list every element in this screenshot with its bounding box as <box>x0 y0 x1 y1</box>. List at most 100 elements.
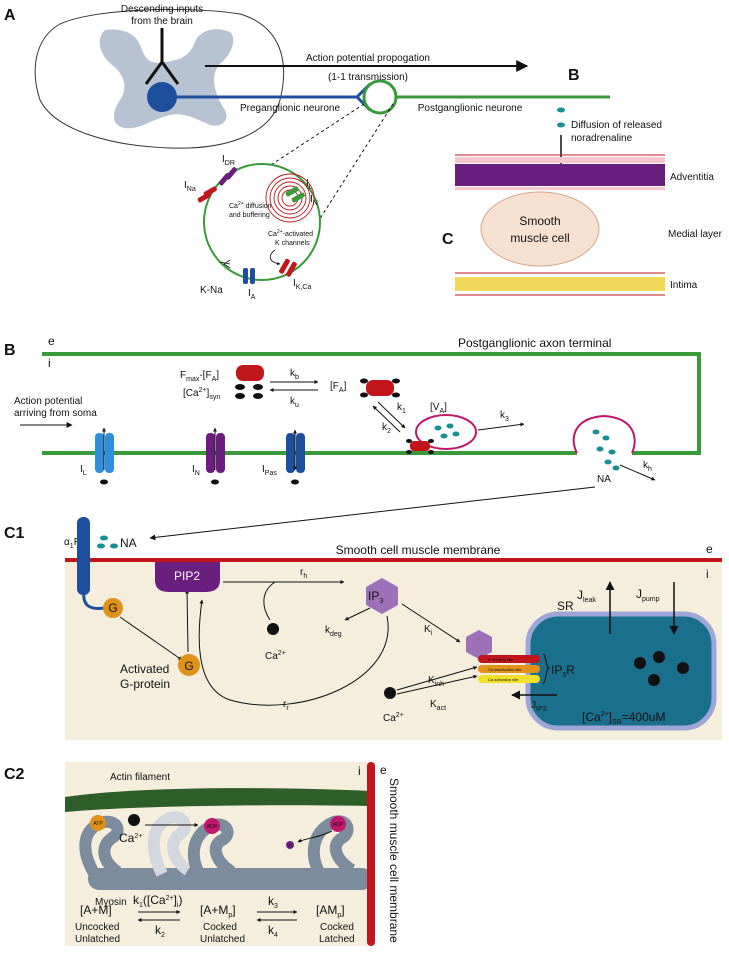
rr-label: rr <box>283 699 289 712</box>
panel-a: A Descending inputs from the brain Prega… <box>4 4 610 301</box>
kb-label: kb <box>290 368 299 381</box>
kh-arrow <box>619 464 656 481</box>
channel-ipas-b <box>286 429 305 485</box>
smooth-muscle-cell <box>480 191 600 267</box>
activated-g-protein <box>178 654 200 676</box>
terminal-label: Postganglionic axon terminal <box>458 336 611 350</box>
pi-molecule <box>286 841 294 849</box>
channel-il-in <box>285 186 305 203</box>
k2-label-c2: k2 <box>155 923 165 939</box>
ca-ion-pip2 <box>267 623 279 635</box>
sr-ca-1 <box>634 657 646 669</box>
in-label: IN <box>310 194 318 207</box>
rr-recycle-arrow <box>198 599 389 706</box>
fusing-na-1 <box>592 429 600 435</box>
intima-label: Intima <box>670 280 698 291</box>
sr-label: SR <box>557 599 574 613</box>
bound-ca-2 <box>392 378 400 384</box>
c2-label-i: i <box>358 764 361 778</box>
panel-b-top: B Diffusion of released noradrenaline Ad… <box>442 67 723 296</box>
k2-label: k2 <box>382 422 391 435</box>
g-to-pip2-arrow <box>185 589 190 653</box>
atp-label: ATP <box>93 821 103 827</box>
fusing-vesicle <box>572 414 636 454</box>
g-activation-arrow <box>119 616 183 661</box>
k1-arrow <box>377 401 406 429</box>
smooth-label-1: Smooth <box>519 214 560 228</box>
ca-label-pip2: Ca2+ <box>265 650 286 662</box>
grey-matter <box>99 29 234 129</box>
ki-label: Ki <box>424 624 433 637</box>
ca-diffusion-label: Ca2+ diffusion <box>229 201 272 210</box>
c1-label-i: i <box>706 567 709 581</box>
am-state: [A+M] <box>80 903 112 917</box>
adventitia-inner <box>455 187 665 190</box>
label-e-b: e <box>48 334 55 348</box>
ina-label: INa <box>184 180 196 193</box>
fusing-na-2 <box>602 435 610 441</box>
bound-ca-4 <box>392 392 400 398</box>
il-label: IL <box>306 178 313 191</box>
postganglionic-label: Postganglionic neurone <box>418 103 523 114</box>
panel-c1: C1 Smooth cell muscle membrane e i α1R N… <box>4 517 722 740</box>
panel-b: B e i Postganglionic axon terminal Actio… <box>4 334 701 541</box>
vesicle-na-3 <box>440 433 448 439</box>
adventitia-outer <box>455 157 665 163</box>
kna-label: K-Na <box>200 285 223 296</box>
ca-inactivation-site <box>478 665 540 673</box>
k3-label: k3 <box>500 410 509 423</box>
ca-syn-label: [Ca2+]syn <box>183 387 220 401</box>
c1-na-1 <box>100 535 108 541</box>
kh-label: kh <box>643 460 652 473</box>
docked-sensor <box>410 441 430 451</box>
docked-ca-1 <box>406 439 412 443</box>
ip3r-label: IP3R <box>551 663 575 679</box>
ip3-label: IP3 <box>368 589 383 605</box>
na-vesicle-2 <box>557 122 565 128</box>
pip2 <box>155 562 220 592</box>
kdeg-arrow <box>344 607 371 621</box>
ca-release-curve <box>263 581 276 621</box>
ca-ion-cytosol <box>384 687 396 699</box>
kact-label: Kact <box>430 699 446 712</box>
sr-concentration-label: [Ca2+]SR=400uM <box>582 710 665 726</box>
ipas-b-label: IPas <box>262 464 277 477</box>
panel-label-c2: C2 <box>4 766 25 783</box>
postganglionic-soma <box>362 79 398 115</box>
sr-ca-3 <box>677 662 689 674</box>
ip3 <box>366 578 398 614</box>
ca-label-cytosol: Ca2+ <box>383 712 404 724</box>
va-label: [VA] <box>430 402 447 415</box>
act-site-label: Caactivation site <box>488 677 519 682</box>
alpha1-receptor <box>77 517 90 595</box>
channel-in-b <box>206 427 225 485</box>
c1-na-label: NA <box>120 536 137 550</box>
k1-label-c2: k1([Ca2+]i) <box>133 893 182 909</box>
c2-membrane <box>367 762 375 946</box>
ca-ion-4 <box>253 393 263 399</box>
panel-label-b-top: B <box>568 67 580 84</box>
panel-label-b: B <box>4 342 16 359</box>
ca-ion-1 <box>235 384 245 390</box>
panel-label-c1: C1 <box>4 525 25 542</box>
ap-arriving-label-1: Action potential <box>14 396 82 407</box>
c2-ca-ion <box>128 814 140 826</box>
k1-label: k1 <box>397 402 406 415</box>
na-vesicle-1 <box>557 107 565 113</box>
medial-label: Medial layer <box>668 229 723 240</box>
descending-input-branch-right <box>160 61 180 85</box>
intima-band <box>455 277 665 291</box>
channel-il-b <box>95 427 114 485</box>
released-na-1 <box>604 459 612 465</box>
g-label: G <box>108 601 117 615</box>
descending-label: Descending inputs <box>121 4 203 15</box>
kna-arrows <box>219 259 231 269</box>
receptor-linker <box>82 589 105 610</box>
bound-ca-1 <box>360 378 368 384</box>
il-b-label: IL <box>80 464 87 477</box>
adp-pi-1 <box>204 818 220 834</box>
c2-ca-label: Ca2+ <box>119 831 142 845</box>
sr-ca-4 <box>648 674 660 686</box>
docked-ca-3 <box>406 450 412 454</box>
